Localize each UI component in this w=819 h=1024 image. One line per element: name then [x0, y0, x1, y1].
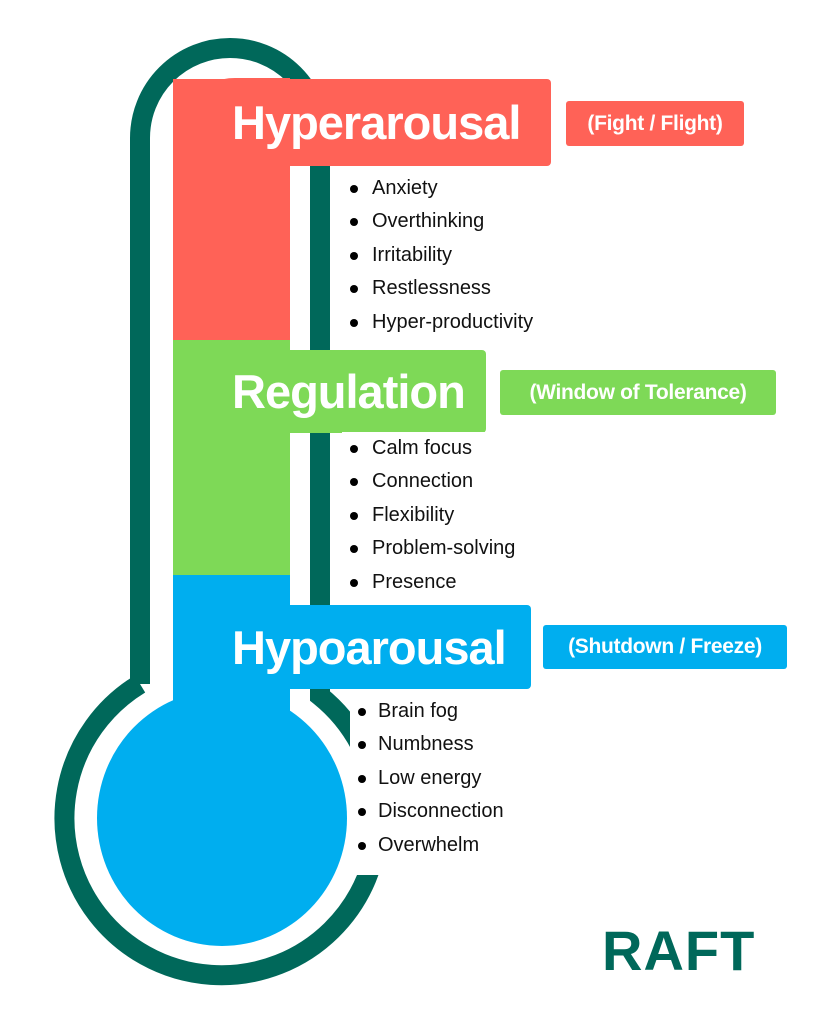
raft-logo: RAFT	[602, 919, 756, 982]
list-item: Numbness	[350, 728, 590, 761]
hyperarousal-list: Anxiety Overthinking Irritability Restle…	[342, 172, 582, 339]
hyperarousal-title: Hyperarousal	[173, 79, 551, 166]
zone-title: Hypoarousal	[232, 620, 507, 674]
zone-title: Hyperarousal	[232, 96, 521, 149]
zone-tag: (Fight / Flight)	[587, 111, 723, 135]
regulation-list: Calm focus Connection Flexibility Proble…	[342, 432, 582, 599]
list-item: Presence	[342, 566, 582, 599]
list-item: Hyper-productivity	[342, 306, 582, 339]
zone-tag: (Shutdown / Freeze)	[568, 635, 762, 658]
list-item: Irritability	[342, 239, 582, 272]
hypoarousal-tag: (Shutdown / Freeze)	[543, 625, 787, 669]
regulation-title: Regulation	[173, 350, 486, 433]
list-item: Brain fog	[350, 695, 590, 728]
list-item: Flexibility	[342, 499, 582, 532]
zone-title: Regulation	[232, 365, 466, 418]
hypoarousal-title: Hypoarousal	[173, 605, 531, 689]
hypo-bulb	[97, 690, 347, 946]
list-item: Restlessness	[342, 272, 582, 305]
list-item: Calm focus	[342, 432, 582, 465]
list-item: Disconnection	[350, 795, 590, 828]
hyperarousal-tag: (Fight / Flight)	[566, 101, 744, 146]
list-item: Connection	[342, 465, 582, 498]
hypoarousal-list: Brain fog Numbness Low energy Disconnect…	[350, 690, 590, 875]
zone-tag: (Window of Tolerance)	[529, 380, 747, 404]
list-item: Overwhelm	[350, 829, 590, 862]
regulation-tag: (Window of Tolerance)	[500, 370, 776, 415]
list-item: Anxiety	[342, 172, 582, 205]
list-item: Low energy	[350, 762, 590, 795]
list-item: Overthinking	[342, 205, 582, 238]
list-item: Problem-solving	[342, 532, 582, 565]
